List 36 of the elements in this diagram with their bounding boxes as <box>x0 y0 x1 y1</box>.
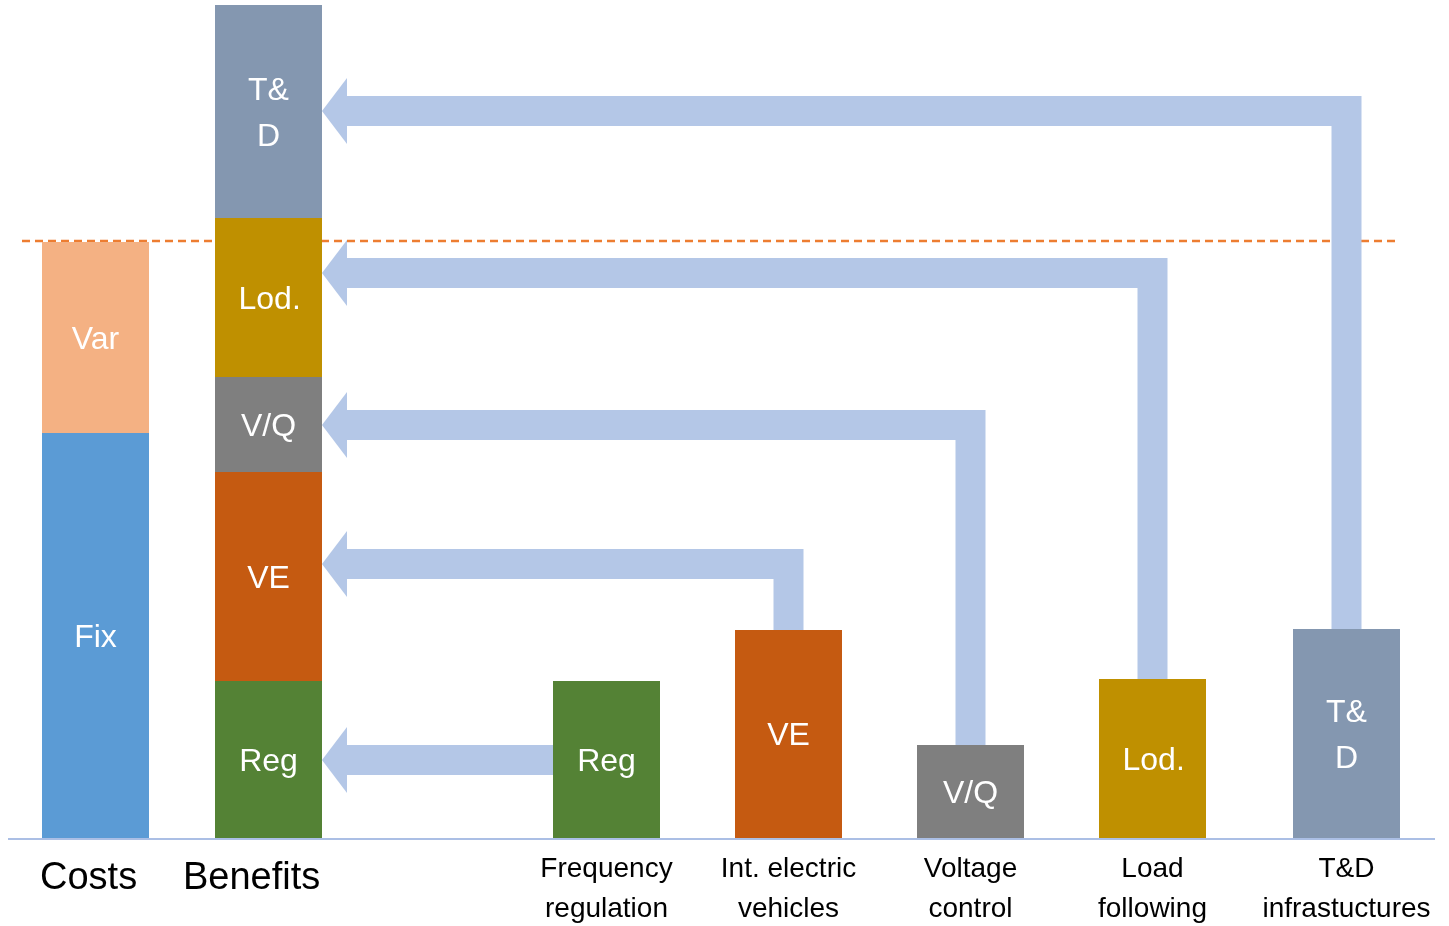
block-arrow <box>322 392 986 745</box>
bar-segment <box>215 377 322 472</box>
category-label: Int. electric vehicles <box>719 851 858 925</box>
category-label: T&D infrastuctures <box>1261 851 1432 925</box>
category-label: Load following <box>1097 851 1208 925</box>
bar-label: Lod. <box>238 278 299 318</box>
bar-label: V/Q <box>942 772 999 812</box>
bar-label: VE <box>247 557 290 597</box>
bar-segment <box>42 433 149 838</box>
category-label: Voltage control <box>922 851 1019 925</box>
block-arrow <box>322 727 553 793</box>
bar-segment <box>215 218 322 377</box>
bar-label: Fix <box>74 616 117 656</box>
block-arrow <box>322 78 1362 629</box>
bar-segment <box>917 745 1024 838</box>
bar-label: Var <box>71 318 120 358</box>
bar-label: VE <box>767 715 810 754</box>
axis-category-label: Costs <box>40 855 138 898</box>
bar-label: T& D <box>1325 691 1368 777</box>
bar-segment <box>215 681 322 838</box>
bar-label: V/Q <box>240 405 297 445</box>
bar-segment <box>553 681 660 838</box>
bar-label: Reg <box>239 740 298 780</box>
block-arrow <box>322 240 1168 679</box>
axis-category-label: Benefits <box>183 855 321 898</box>
bar-segment <box>735 630 842 838</box>
bar-label: Lod. <box>1122 739 1183 779</box>
bar-segment <box>1293 629 1400 838</box>
bar-segment <box>42 242 149 433</box>
bar-segment <box>1099 679 1206 838</box>
bar-label: Reg <box>577 740 636 780</box>
category-label: Frequency regulation <box>539 851 674 925</box>
bar-label: T& D <box>247 69 290 155</box>
bar-segment <box>215 5 322 218</box>
bar-segment <box>215 472 322 681</box>
block-arrow <box>322 531 804 630</box>
